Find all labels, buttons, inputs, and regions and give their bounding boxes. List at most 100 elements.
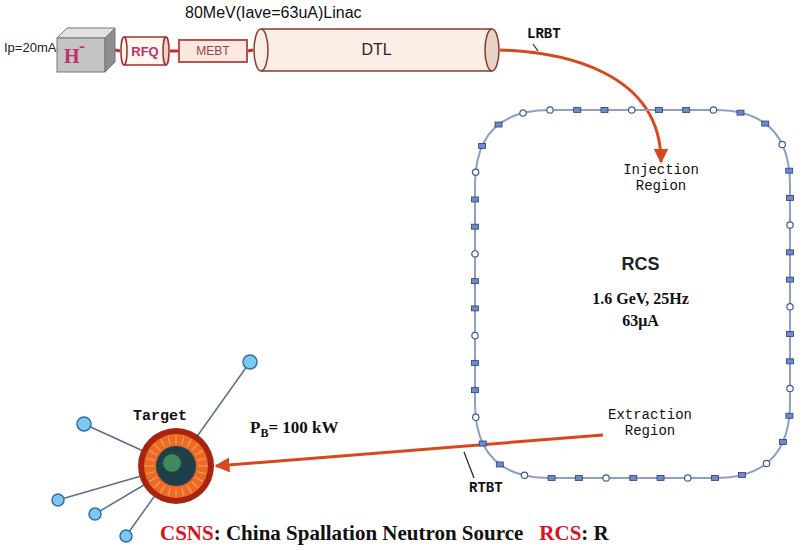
dipole-magnet bbox=[762, 121, 769, 126]
dipole-magnet bbox=[472, 224, 479, 229]
target-node: Target bbox=[130, 408, 216, 512]
target-tick bbox=[145, 465, 154, 466]
target-tick bbox=[175, 488, 176, 497]
quad-magnet bbox=[779, 141, 785, 147]
dipole-magnet bbox=[655, 108, 662, 113]
node-text: Target bbox=[133, 408, 187, 425]
target-tick bbox=[195, 451, 203, 456]
acronym-expansion: : R bbox=[581, 521, 608, 545]
acronym-expansion: : China Spallation Neutron Source bbox=[214, 521, 524, 545]
node-text: - bbox=[79, 36, 85, 57]
dipole-magnet bbox=[479, 441, 486, 446]
dipole-magnet bbox=[472, 279, 479, 284]
box-side bbox=[105, 28, 115, 72]
dipole-magnet bbox=[472, 197, 479, 202]
target-tick bbox=[192, 444, 198, 450]
quad-magnet bbox=[629, 107, 635, 113]
current-label: Ip=20mA bbox=[4, 40, 56, 55]
mebt-box: MEBT bbox=[178, 39, 248, 63]
target-tick bbox=[149, 477, 157, 482]
dipole-magnet bbox=[779, 440, 786, 445]
injection-region: Injection Region bbox=[615, 162, 707, 194]
beam-power-label: PB= 100 kW bbox=[250, 418, 339, 441]
bottom-caption: CSNS: China Spallation Neutron Source RCS… bbox=[160, 521, 609, 546]
rfq-cylinder: RFQ bbox=[120, 36, 170, 66]
power-subscript: B bbox=[260, 426, 268, 440]
quad-magnet bbox=[603, 475, 609, 481]
dipole-magnet bbox=[472, 306, 479, 311]
acronym: CSNS bbox=[160, 521, 214, 545]
node-text: Injection Region bbox=[615, 162, 707, 194]
cylinder-edge bbox=[124, 36, 166, 38]
quad-magnet bbox=[521, 472, 527, 478]
cylinder-edge bbox=[124, 64, 166, 66]
quad-magnet bbox=[520, 110, 526, 116]
target-tick bbox=[175, 435, 176, 444]
quad-magnet bbox=[547, 107, 553, 113]
dipole-magnet bbox=[737, 110, 744, 115]
dipole-magnet bbox=[787, 195, 794, 200]
target-ring bbox=[144, 434, 208, 498]
dipole-magnet bbox=[739, 472, 746, 477]
target-tick bbox=[161, 439, 166, 447]
target-tick bbox=[168, 436, 170, 445]
dipole-magnet bbox=[574, 108, 581, 113]
cylinder-end bbox=[485, 29, 499, 71]
dipole-magnet bbox=[630, 476, 637, 481]
cylinder-body bbox=[261, 29, 492, 71]
node-text: 63μA bbox=[473, 312, 805, 330]
rcs-ring: RCS1.6 GeV, 25Hz63μAInjection RegionExtr… bbox=[465, 104, 800, 484]
target-tick bbox=[197, 472, 206, 474]
node-text: RCS bbox=[473, 254, 805, 275]
quad-magnet bbox=[472, 169, 478, 175]
target-tick bbox=[192, 482, 198, 488]
dipole-magnet bbox=[786, 413, 793, 418]
target-tick bbox=[161, 485, 166, 493]
quad-magnet bbox=[710, 107, 716, 113]
cylinder-end bbox=[254, 29, 268, 71]
node-text: 1.6 GeV, 25Hz bbox=[473, 290, 805, 308]
target-tick bbox=[195, 477, 203, 482]
instrument-icons bbox=[52, 355, 257, 542]
dipole-magnet bbox=[575, 476, 582, 481]
target-tick bbox=[197, 458, 206, 460]
dipole-magnet bbox=[657, 476, 664, 481]
dipole-magnet bbox=[472, 388, 479, 393]
dipole-magnet bbox=[601, 108, 608, 113]
node-text: DTL bbox=[361, 41, 391, 59]
target-tick bbox=[187, 439, 192, 447]
beamline-label: LRBT bbox=[526, 26, 562, 42]
dtl-cylinder: DTL bbox=[253, 28, 500, 72]
dipole-magnet bbox=[496, 462, 503, 467]
ion-source: H- bbox=[57, 28, 115, 72]
beam-line bbox=[216, 435, 603, 466]
power-symbol: P bbox=[250, 418, 260, 437]
quad-magnet bbox=[472, 332, 478, 338]
dipole-magnet bbox=[787, 359, 794, 364]
acronym: RCS bbox=[539, 521, 581, 545]
beam-line bbox=[170, 50, 178, 53]
dipole-magnet bbox=[787, 332, 794, 337]
dipole-magnet bbox=[479, 143, 486, 148]
cylinder-edge bbox=[261, 70, 492, 72]
quad-magnet bbox=[473, 414, 479, 420]
node-text: H bbox=[64, 45, 80, 68]
quad-magnet bbox=[472, 251, 478, 257]
dipole-magnet bbox=[787, 250, 794, 255]
dipole-magnet bbox=[548, 476, 555, 481]
quad-magnet bbox=[763, 460, 769, 466]
target-tick bbox=[149, 451, 157, 456]
instrument-spokes bbox=[58, 362, 250, 536]
target-core-spot bbox=[163, 454, 181, 472]
current-text: Ip=20mA bbox=[4, 40, 56, 55]
extraction-region: Extraction Region bbox=[603, 407, 697, 439]
target-tick bbox=[187, 485, 192, 493]
dipole-magnet bbox=[787, 277, 794, 282]
dipole-magnet bbox=[495, 122, 502, 127]
quad-magnet bbox=[787, 222, 793, 228]
beamline-label: RTBT bbox=[468, 480, 504, 496]
target-tick bbox=[182, 436, 184, 445]
